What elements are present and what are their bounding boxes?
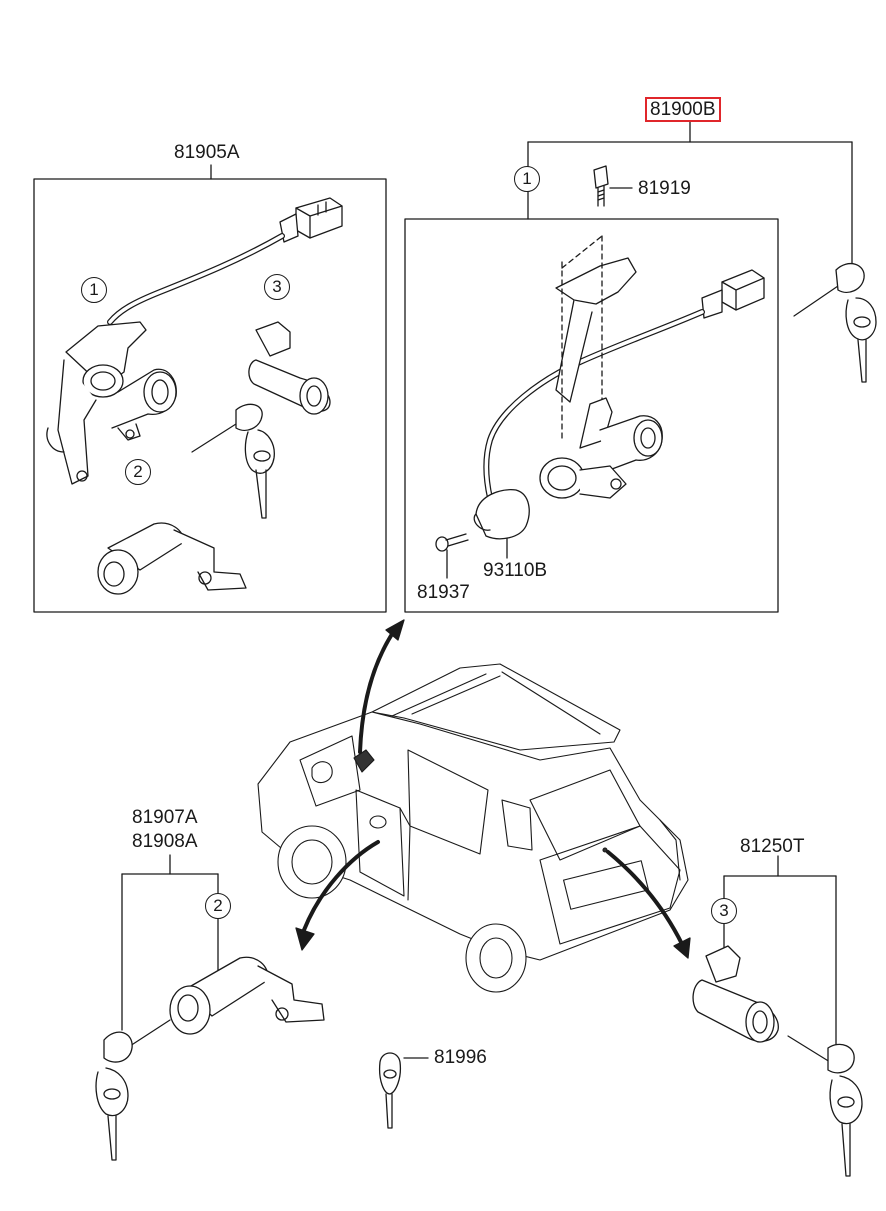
- tailgate-lock-bracket: [723, 855, 837, 1051]
- key-pair-top-right: [793, 262, 877, 383]
- callout-left-1: 1: [81, 277, 107, 303]
- callout-bottom-right-3: 3: [711, 898, 737, 924]
- door-cylinder-bottom: [169, 956, 325, 1035]
- key-pair-bottom-left: [95, 1019, 171, 1161]
- door-cylinder-left: [97, 522, 247, 595]
- key-pair-bottom-right: [787, 1035, 863, 1177]
- callout-right-1: 1: [514, 166, 540, 192]
- tailgate-cylinder-left: [248, 321, 331, 415]
- ignition-switch-left: [46, 197, 343, 485]
- part-label-top-assembly: 81900B: [645, 97, 721, 122]
- key-blank-part: [378, 1052, 429, 1129]
- screw-part: [435, 533, 469, 552]
- steering-lock-right: [473, 235, 765, 540]
- callout-bottom-left-2: 2: [205, 893, 231, 919]
- part-label-door-lock-1: 81907A: [132, 807, 198, 828]
- part-label-key-blank: 81996: [434, 1047, 487, 1068]
- door-lock-bracket: [121, 854, 219, 1031]
- arrow-to-ignition: [358, 619, 405, 754]
- left-assembly-box: [33, 178, 387, 613]
- callout-left-2: 2: [125, 459, 151, 485]
- tailgate-cylinder-bottom: [692, 945, 779, 1043]
- bolt-part: [593, 165, 609, 207]
- part-label-bolt: 81919: [638, 178, 691, 199]
- arrow-to-tailgate-lock: [606, 850, 691, 959]
- callout-left-3: 3: [264, 274, 290, 300]
- top-assembly-bracket: [527, 121, 853, 265]
- part-label-transponder: 93110B: [483, 560, 548, 581]
- part-label-screw: 81937: [417, 582, 470, 603]
- right-assembly-box: [404, 218, 779, 613]
- part-label-left-assembly: 81905A: [174, 142, 240, 163]
- part-label-door-lock-2: 81908A: [132, 831, 198, 852]
- part-label-tailgate-lock: 81250T: [740, 836, 805, 857]
- key-pair-left: [191, 403, 275, 519]
- arrow-to-door-lock: [295, 840, 380, 951]
- vehicle-illustration: [257, 663, 689, 993]
